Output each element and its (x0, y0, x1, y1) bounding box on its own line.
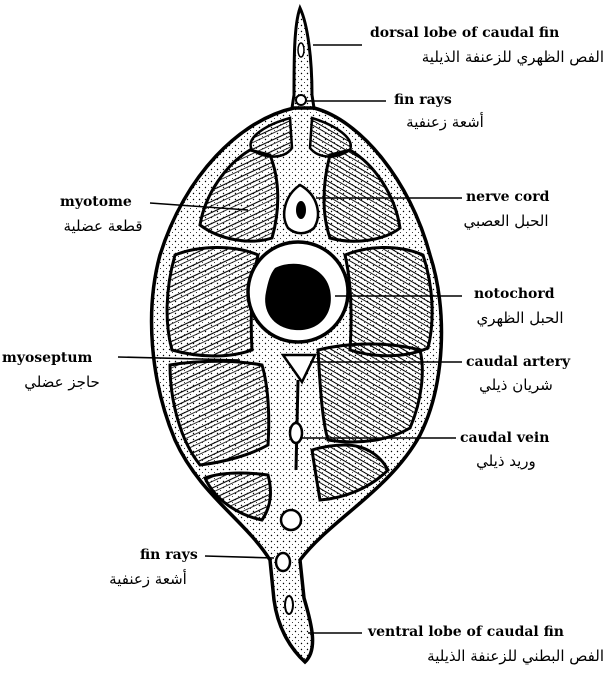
svg-text:myoseptum: myoseptum (2, 350, 93, 366)
svg-text:الحبل العصبي: الحبل العصبي (463, 212, 548, 231)
label-fin-rays-top: fin rays أشعة زعنفية (394, 92, 484, 131)
svg-text:أشعة زعنفية: أشعة زعنفية (406, 112, 484, 131)
myotome-middle-right (345, 248, 432, 356)
svg-text:nerve cord: nerve cord (466, 189, 550, 205)
dorsal-fin-lobe (292, 8, 314, 108)
svg-text:الفص الظهري للزعنفة الذيلية: الفص الظهري للزعنفة الذيلية (422, 48, 604, 67)
label-notochord: notochord الحبل الظهري (474, 286, 564, 328)
svg-text:myotome: myotome (60, 194, 132, 210)
svg-text:شريان ذيلي: شريان ذيلي (479, 376, 553, 395)
svg-text:ventral lobe of caudal fin: ventral lobe of caudal fin (367, 624, 564, 640)
svg-text:الحبل الظهري: الحبل الظهري (476, 309, 563, 328)
svg-text:قطعة عضلية: قطعة عضلية (63, 217, 142, 235)
svg-text:caudal artery: caudal artery (466, 354, 571, 370)
fin-ray-element (276, 553, 290, 571)
myotome-middle-left (167, 248, 258, 357)
myotome-upper-right (324, 150, 400, 241)
fin-ray-dot (296, 95, 306, 105)
label-dorsal-lobe: dorsal lobe of caudal fin الفص الظهري لل… (370, 25, 604, 67)
label-myotome: myotome قطعة عضلية (60, 194, 143, 235)
label-myoseptum: myoseptum حاجز عضلي (2, 350, 100, 392)
myotome-lower-right (318, 344, 422, 442)
svg-text:fin rays: fin rays (394, 92, 452, 108)
svg-text:fin rays: fin rays (140, 547, 198, 563)
fin-ray-element (285, 596, 293, 614)
label-fin-rays-bottom: fin rays أشعة زعنفية (109, 547, 198, 588)
svg-text:caudal vein: caudal vein (460, 430, 549, 446)
svg-text:أشعة زعنفية: أشعة زعنفية (109, 569, 187, 588)
svg-text:الفص البطني للزعنفة الذيلية: الفص البطني للزعنفة الذيلية (427, 647, 604, 666)
label-caudal-vein: caudal vein وريد ذيلي (460, 430, 549, 471)
svg-text:وريد ذيلي: وريد ذيلي (476, 452, 536, 471)
svg-text:dorsal lobe of caudal fin: dorsal lobe of caudal fin (370, 25, 559, 41)
caudal-vein (290, 423, 302, 443)
ventral-fin-element (281, 510, 301, 530)
svg-text:notochord: notochord (474, 286, 555, 302)
label-caudal-artery: caudal artery شريان ذيلي (466, 354, 571, 395)
label-nerve-cord: nerve cord الحبل العصبي (463, 189, 549, 231)
fin-ray-element (298, 43, 304, 57)
svg-text:حاجز عضلي: حاجز عضلي (24, 373, 100, 392)
nerve-cord-center (296, 201, 306, 219)
label-ventral-lobe: ventral lobe of caudal fin الفص البطني ل… (367, 624, 604, 666)
